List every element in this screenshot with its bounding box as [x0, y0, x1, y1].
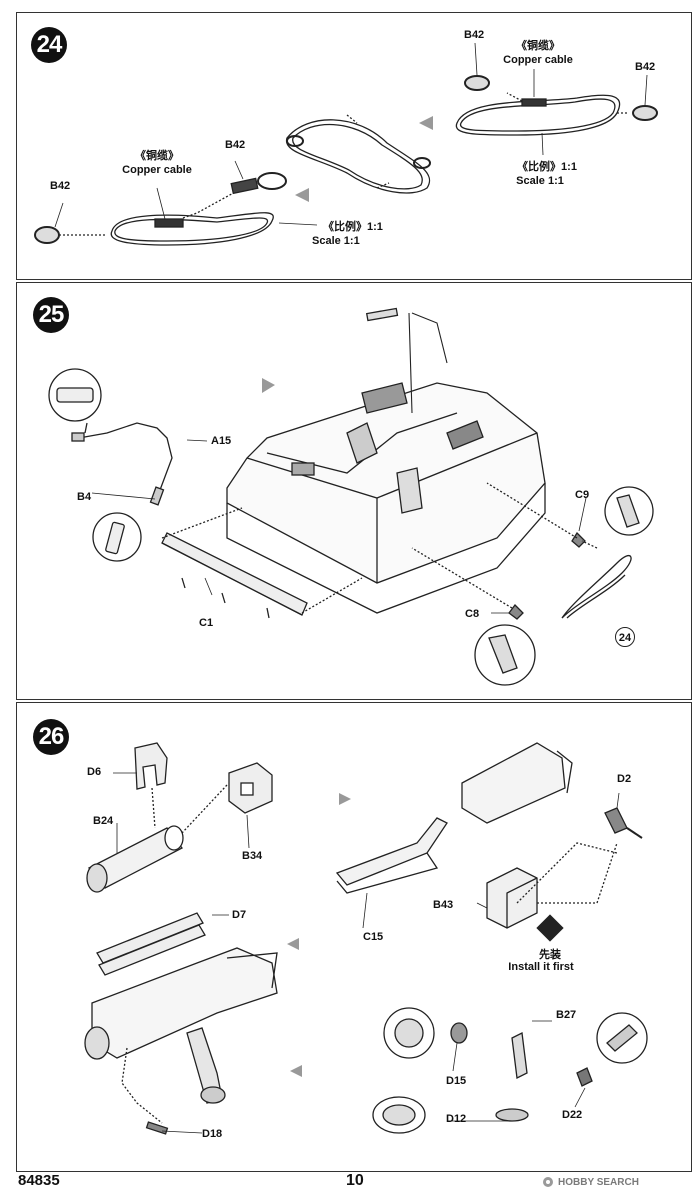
part-d12-label: D12 — [446, 1113, 467, 1125]
part-b34-label: B34 — [242, 850, 263, 862]
cable-cn-label: 《铜缆》 — [516, 40, 560, 52]
step-24-illustration — [34, 42, 658, 246]
watermark-logo: HOBBY SEARCH — [542, 1176, 639, 1188]
scale-en-label: Scale 1:1 — [312, 235, 360, 247]
part-b27-label: B27 — [556, 1009, 577, 1021]
step-24-panel: 24 — [16, 12, 692, 280]
part-d15-label: D15 — [446, 1075, 467, 1087]
part-a15-label: A15 — [211, 435, 232, 447]
part-c9-label: C9 — [575, 489, 590, 501]
part-d7-label: D7 — [232, 909, 247, 921]
watermark-icon — [543, 1177, 553, 1187]
part-b24-label: B24 — [93, 815, 114, 827]
kit-number: 84835 — [18, 1172, 60, 1189]
part-c1-label: C1 — [199, 617, 214, 629]
scale-cn-label: 《比例》1:1 — [323, 221, 383, 233]
part-c15-label: C15 — [363, 931, 384, 943]
cable-cn-label: 《铜缆》 — [135, 150, 179, 162]
step-26-number: 26 — [33, 719, 69, 755]
step-25-panel: 25 — [16, 282, 692, 700]
part-d2-label: D2 — [617, 773, 632, 785]
part-b42-label: B42 — [50, 180, 71, 192]
part-b42-label: B42 — [464, 29, 485, 41]
scale-cn-label: 《比例》1:1 — [517, 161, 577, 173]
watermark-text: HOBBY SEARCH — [558, 1176, 639, 1188]
scale-en-label: Scale 1:1 — [516, 175, 564, 187]
part-d6-label: D6 — [87, 766, 102, 778]
part-d18-label: D18 — [202, 1128, 223, 1140]
part-b42-label: B42 — [225, 139, 246, 151]
step-reference-24: 24 — [615, 627, 635, 647]
step-26-panel: 26 — [16, 702, 692, 1172]
part-b4-label: B4 — [77, 491, 92, 503]
page-number: 10 — [346, 1172, 364, 1189]
step-24-number: 24 — [31, 27, 67, 63]
cable-en-label: Copper cable — [503, 54, 573, 66]
install-first-en-label: Install it first — [508, 961, 574, 973]
part-b43-label: B43 — [433, 899, 454, 911]
part-b42-label: B42 — [635, 61, 656, 73]
step-26-illustration — [84, 742, 648, 1135]
step-25-illustration — [48, 307, 654, 686]
part-c8-label: C8 — [465, 608, 480, 620]
cable-en-label: Copper cable — [122, 164, 192, 176]
install-first-cn-label: 先装 — [539, 949, 561, 961]
step-25-number: 25 — [33, 297, 69, 333]
part-d22-label: D22 — [562, 1109, 583, 1121]
